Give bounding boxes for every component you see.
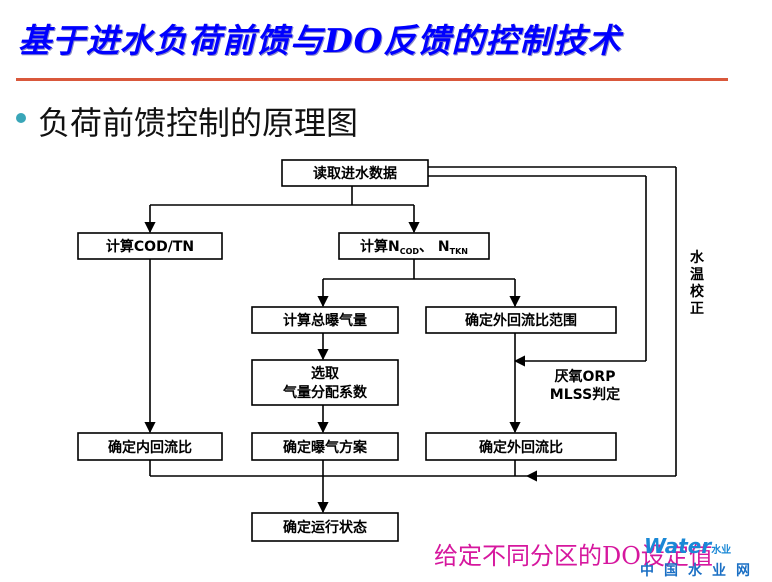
node-int-ratio: 确定内回流比 [77, 432, 223, 461]
node-select-coeff: 选取 气量分配系数 [251, 359, 399, 406]
watermark-logo: Water水业 中国水业网 [640, 534, 770, 580]
node-calc-aeration-label: 计算总曝气量 [283, 312, 367, 329]
temp-label-char3: 校 [690, 283, 705, 300]
orp-label-line1: 厌氧ORP [555, 368, 616, 385]
node-calc-codtn-label: 计算COD/TN [106, 238, 194, 255]
node-int-ratio-label: 确定内回流比 [108, 439, 192, 456]
node-calc-n: 计算NCOD、 NTKN [338, 232, 490, 260]
orp-label-line2: MLSS判定 [550, 386, 620, 403]
node-ext-ratio-label: 确定外回流比 [479, 439, 563, 456]
watermark-brand-text: Water [644, 534, 712, 558]
slide-title: 基于进水负荷前馈与DO反馈的控制技术 [18, 21, 622, 60]
node-read-data-label: 读取进水数据 [313, 165, 397, 182]
temp-label-char4: 正 [690, 301, 704, 317]
node-select-line2: 气量分配系数 [282, 384, 368, 401]
footer-note: 给定不同分区的DO设定值 [434, 542, 713, 570]
title-divider [16, 78, 728, 81]
node-calc-aeration: 计算总曝气量 [251, 306, 399, 334]
bullet-icon [16, 113, 26, 123]
watermark-site: 中国水业网 [640, 563, 760, 579]
node-run-state-label: 确定运行状态 [283, 519, 367, 536]
node-aeration-plan: 确定曝气方案 [251, 432, 399, 461]
node-ext-ratio: 确定外回流比 [425, 432, 617, 461]
node-run-state: 确定运行状态 [251, 512, 399, 542]
node-read-data: 读取进水数据 [281, 159, 429, 187]
node-calc-n-label: 计算NCOD、 NTKN [360, 238, 468, 256]
node-calc-codtn: 计算COD/TN [77, 232, 223, 260]
slide-subtitle: 负荷前馈控制的原理图 [38, 104, 359, 142]
node-ext-range: 确定外回流比范围 [425, 306, 617, 334]
watermark-brand: Water水业 [644, 534, 731, 558]
temp-label-char1: 水 [690, 249, 705, 266]
watermark-brand-sub: 水业 [711, 545, 732, 556]
node-select-line1: 选取 [311, 365, 340, 382]
node-aeration-plan-label: 确定曝气方案 [283, 439, 368, 456]
temp-label-char2: 温 [690, 267, 704, 283]
node-ext-range-label: 确定外回流比范围 [465, 312, 577, 329]
